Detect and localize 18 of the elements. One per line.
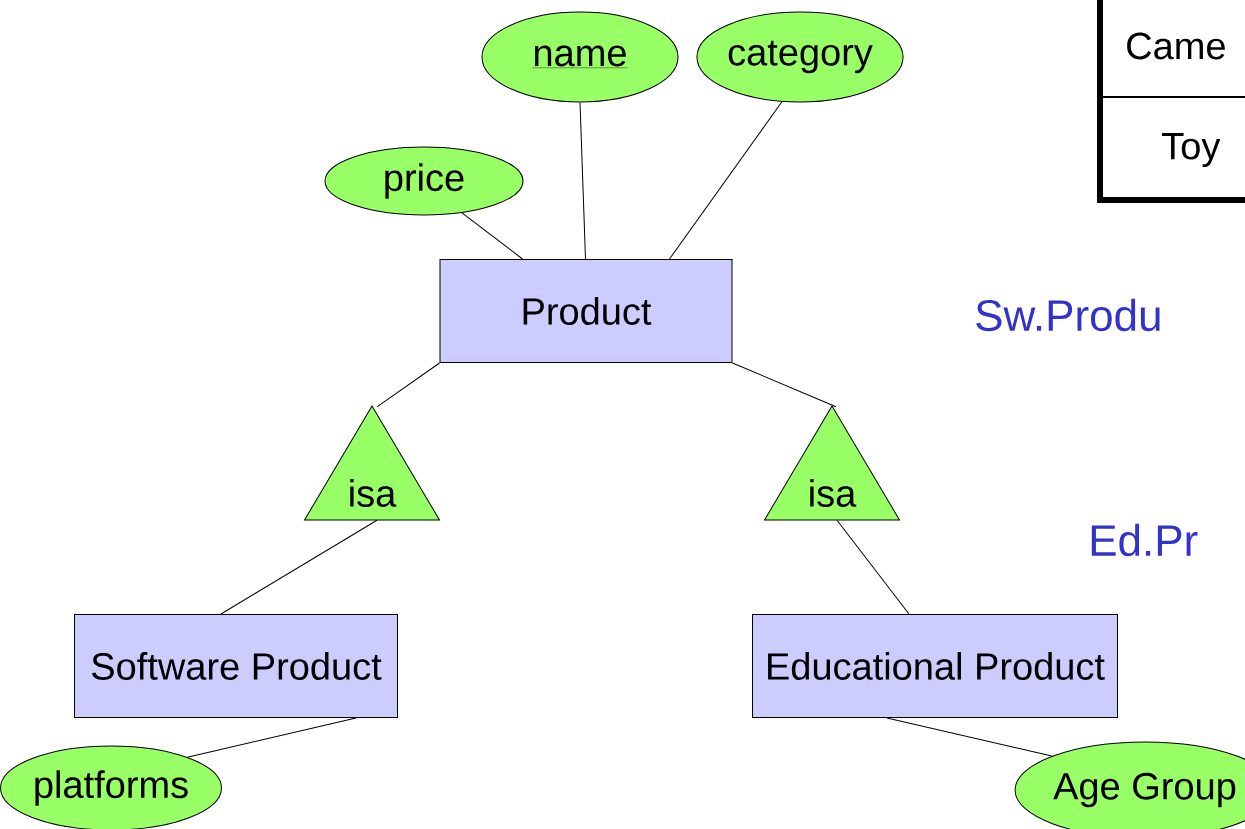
entity-box: Educational Product [752,614,1118,718]
relation-name: Sw.Produ [976,298,1160,332]
table-cell: Toy [1162,133,1221,167]
isa-triangle: isa [764,405,900,521]
relation-name: Ed.Pr [1091,523,1198,557]
connector-line [886,717,1053,757]
entity-box: Software Product [74,614,398,718]
connector-line [669,101,783,260]
connector-line [220,519,378,615]
entity-box: Product [439,259,733,363]
connector-line [186,717,357,758]
isa-triangle: isa [304,405,440,521]
connector-line [376,362,440,408]
connector-line [836,519,910,615]
connector-line [579,102,586,260]
connector-line [732,362,837,408]
connector-line [461,212,523,260]
table-cell: Came [1127,32,1225,60]
